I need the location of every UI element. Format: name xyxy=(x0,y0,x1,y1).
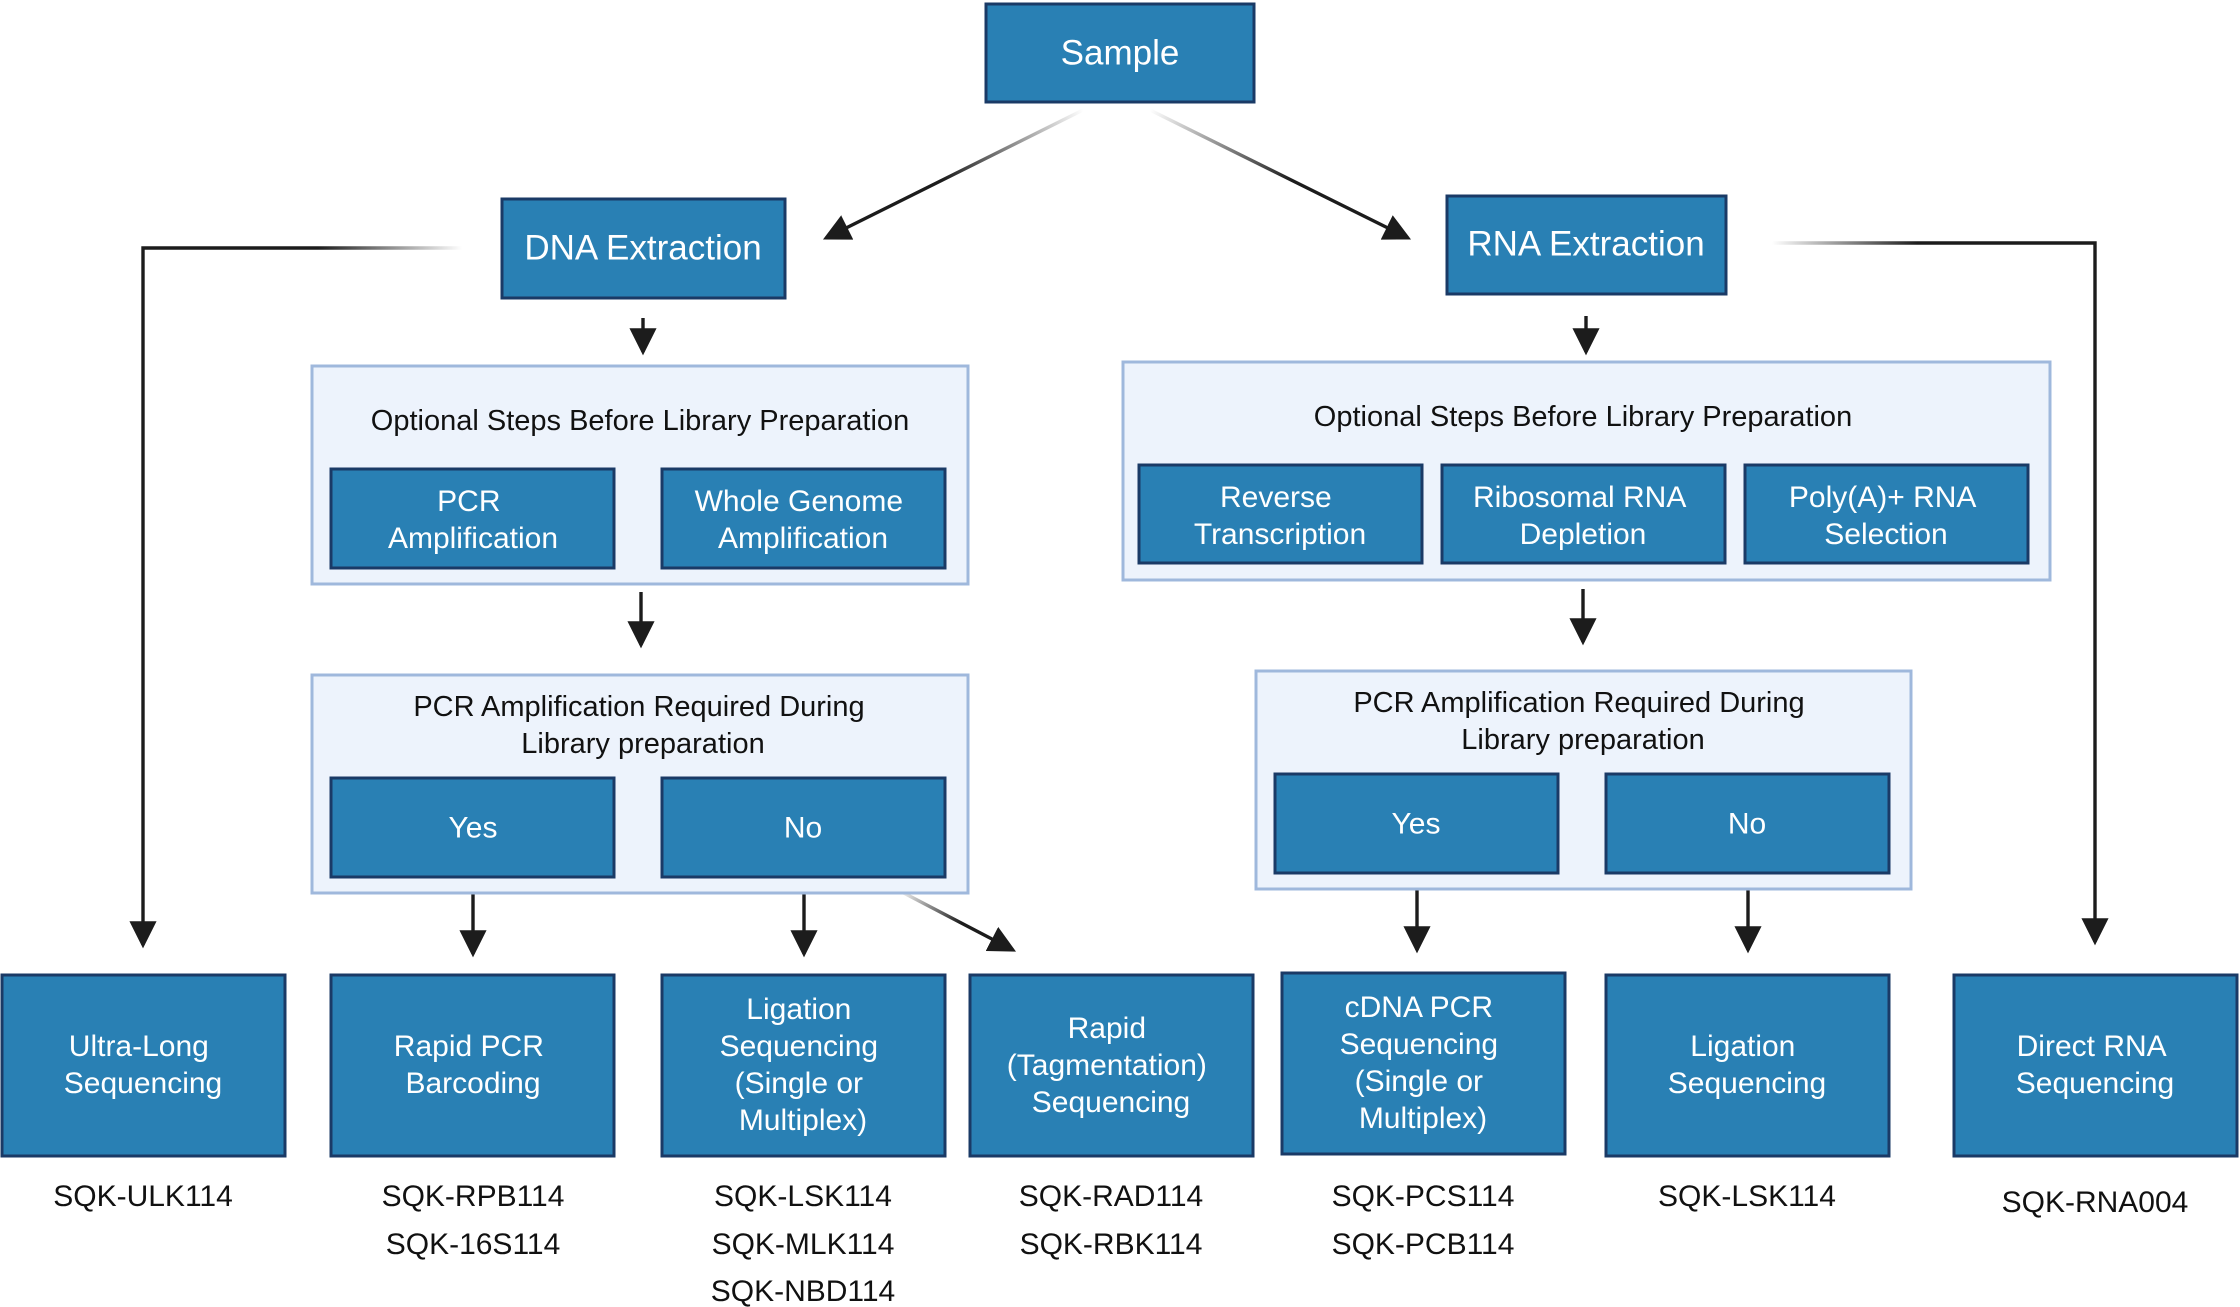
dna-pcr-required-line2: Library preparation xyxy=(521,728,764,760)
edge-rna-to-direct-rna xyxy=(1772,241,2109,946)
edge-dna-to-ultra-long xyxy=(129,246,462,949)
ribosomal-depletion-line1: Ribosomal RNA xyxy=(1473,481,1686,514)
rna-pcr-required-panel: PCR Amplification Required During Librar… xyxy=(1254,669,1913,891)
rna-pcr-required-line1: PCR Amplification Required During xyxy=(1353,687,1804,719)
method-direct-rna: Direct RNA Sequencing SQK-RNA004 xyxy=(1952,973,2239,1219)
method-rapid-pcr: Rapid PCR Barcoding SQK-RPB114 SQK-16S11… xyxy=(329,973,616,1261)
ultra-long-line1: Ultra-Long xyxy=(69,1030,209,1063)
cdna-pcr-line1: cDNA PCR xyxy=(1345,991,1493,1024)
ligation-rna-kit-1: SQK-LSK114 xyxy=(1658,1180,1836,1213)
node-dna-extraction: DNA Extraction xyxy=(500,197,787,300)
svg-text:Ligation Sequencing: Ligation Sequencing xyxy=(1668,1030,1826,1100)
method-ligation-dna: Ligation Sequencing (Single or Multiplex… xyxy=(660,973,947,1307)
rapid-tagmentation-kit-1: SQK-RAD114 xyxy=(1019,1180,1204,1213)
rapid-pcr-line2: Barcoding xyxy=(405,1067,540,1100)
reverse-transcription-line2: Transcription xyxy=(1194,518,1366,551)
svg-text:cDNA PCR Sequencing: cDNA PCR Sequencing (Single or Multiplex… xyxy=(1340,991,1507,1135)
edge-sample-to-dna xyxy=(822,108,1084,240)
dna-pcr-amplification-line1: PCR xyxy=(437,485,500,518)
rapid-tagmentation-line1: Rapid xyxy=(1068,1012,1146,1045)
edge-dna-no-to-rapid-tagmentation xyxy=(897,888,1017,952)
polya-selection-line2: Selection xyxy=(1824,518,1947,551)
node-dna-yes xyxy=(329,776,616,879)
node-rna-extraction: RNA Extraction xyxy=(1445,194,1728,296)
node-sample-label: Sample xyxy=(1061,34,1180,73)
svg-text:Ultra-Long Sequencing: Ultra-Long Sequencing xyxy=(64,1030,222,1100)
dna-pcr-required-panel: PCR Amplification Required During Librar… xyxy=(310,673,970,895)
whole-genome-line2: Amplification xyxy=(718,522,888,555)
svg-text:PCR Amplification: PCR Amplification xyxy=(388,485,558,555)
svg-text:Reverse Transcription: Reverse Transcription xyxy=(1194,481,1366,551)
edges xyxy=(129,108,2109,958)
ultra-long-line2: Sequencing xyxy=(64,1067,222,1100)
rapid-pcr-kit-2: SQK-16S114 xyxy=(386,1228,561,1261)
node-dna-extraction-label: DNA Extraction xyxy=(524,229,761,268)
node-dna-pcr-amplification xyxy=(329,467,616,570)
cdna-pcr-kit-2: SQK-PCB114 xyxy=(1332,1228,1515,1261)
whole-genome-line1: Whole Genome xyxy=(695,485,903,518)
ultra-long-kit-1: SQK-ULK114 xyxy=(53,1180,233,1213)
ligation-rna-line2: Sequencing xyxy=(1668,1067,1826,1100)
node-dna-no xyxy=(660,776,947,879)
cdna-pcr-line4: Multiplex) xyxy=(1359,1102,1487,1135)
dna-pcr-required-line1: PCR Amplification Required During xyxy=(413,691,864,723)
polya-selection-line1: Poly(A)+ RNA xyxy=(1789,481,1977,514)
node-rna-extraction-label: RNA Extraction xyxy=(1467,225,1704,264)
svg-text:PCR Amplification Required Dur: PCR Amplification Required During Librar… xyxy=(413,691,872,760)
method-rapid-tagmentation: Rapid (Tagmentation) Sequencing SQK-RAD1… xyxy=(968,973,1255,1261)
reverse-transcription-line1: Reverse xyxy=(1220,481,1332,514)
rapid-tagmentation-line3: Sequencing xyxy=(1032,1086,1190,1119)
direct-rna-line2: Sequencing xyxy=(2016,1067,2174,1100)
edge-sample-to-rna xyxy=(1149,108,1412,240)
dna-no-label: No xyxy=(784,812,822,845)
rapid-pcr-line1: Rapid PCR xyxy=(394,1030,544,1063)
svg-text:Rapid (Tagmentation): Rapid (Tagmentation) Sequencing xyxy=(1007,1012,1215,1119)
cdna-pcr-line3: (Single or xyxy=(1355,1065,1483,1098)
node-rna-no xyxy=(1604,772,1891,875)
ligation-dna-kit-2: SQK-MLK114 xyxy=(712,1228,895,1261)
cdna-pcr-line2: Sequencing xyxy=(1340,1028,1498,1061)
direct-rna-line1: Direct RNA xyxy=(2017,1030,2167,1063)
rna-pcr-required-line2: Library preparation xyxy=(1461,724,1704,756)
node-polya-selection xyxy=(1743,463,2030,565)
rapid-tagmentation-line2: (Tagmentation) xyxy=(1007,1049,1207,1082)
rapid-tagmentation-kit-2: SQK-RBK114 xyxy=(1020,1228,1203,1261)
svg-text:Direct RNA Sequencing: Direct RNA Sequencing xyxy=(2016,1030,2174,1100)
dna-optional-panel: Optional Steps Before Library Preparatio… xyxy=(310,364,970,586)
dna-yes-label: Yes xyxy=(449,812,498,845)
ligation-dna-line3: (Single or xyxy=(735,1067,863,1100)
ligation-dna-line1: Ligation xyxy=(746,993,851,1026)
node-whole-genome-amplification xyxy=(660,467,947,570)
svg-text:PCR Amplification Required Dur: PCR Amplification Required During Librar… xyxy=(1353,687,1812,756)
ligation-rna-line1: Ligation xyxy=(1690,1030,1795,1063)
ligation-dna-kit-1: SQK-LSK114 xyxy=(714,1180,892,1213)
dna-pcr-amplification-line2: Amplification xyxy=(388,522,558,555)
direct-rna-kit-1: SQK-RNA004 xyxy=(2002,1186,2189,1219)
node-reverse-transcription xyxy=(1137,463,1424,565)
rna-optional-title: Optional Steps Before Library Preparatio… xyxy=(1314,401,1852,433)
method-ligation-rna: Ligation Sequencing SQK-LSK114 xyxy=(1604,973,1891,1213)
dna-optional-title: Optional Steps Before Library Preparatio… xyxy=(371,405,909,437)
rapid-pcr-kit-1: SQK-RPB114 xyxy=(382,1180,565,1213)
rna-yes-label: Yes xyxy=(1392,808,1441,841)
node-rna-yes xyxy=(1273,772,1560,875)
svg-text:Ribosomal RNA Depletion: Ribosomal RNA Depletion xyxy=(1473,481,1693,551)
ligation-dna-line2: Sequencing xyxy=(720,1030,878,1063)
rna-optional-panel: Optional Steps Before Library Preparatio… xyxy=(1121,360,2052,582)
rna-no-label: No xyxy=(1728,808,1766,841)
method-cdna-pcr: cDNA PCR Sequencing (Single or Multiplex… xyxy=(1280,971,1567,1261)
svg-text:Rapid PCR Barcoding: Rapid PCR Barcoding xyxy=(394,1030,552,1100)
ribosomal-depletion-line2: Depletion xyxy=(1520,518,1647,551)
svg-text:Poly(A)+ RNA Selection: Poly(A)+ RNA Selection xyxy=(1789,481,1983,551)
node-ribosomal-depletion xyxy=(1440,463,1727,565)
ligation-dna-line4: Multiplex) xyxy=(739,1104,867,1137)
svg-text:Ligation Sequencing: Ligation Sequencing (Single or Multiplex… xyxy=(720,993,887,1137)
svg-text:Whole Genome Amplificati: Whole Genome Amplification xyxy=(695,485,912,555)
method-ultra-long: Ultra-Long Sequencing SQK-ULK114 xyxy=(0,973,287,1213)
cdna-pcr-kit-1: SQK-PCS114 xyxy=(1332,1180,1515,1213)
ligation-dna-kit-3: SQK-NBD114 xyxy=(711,1275,896,1307)
node-sample: Sample xyxy=(984,2,1256,104)
